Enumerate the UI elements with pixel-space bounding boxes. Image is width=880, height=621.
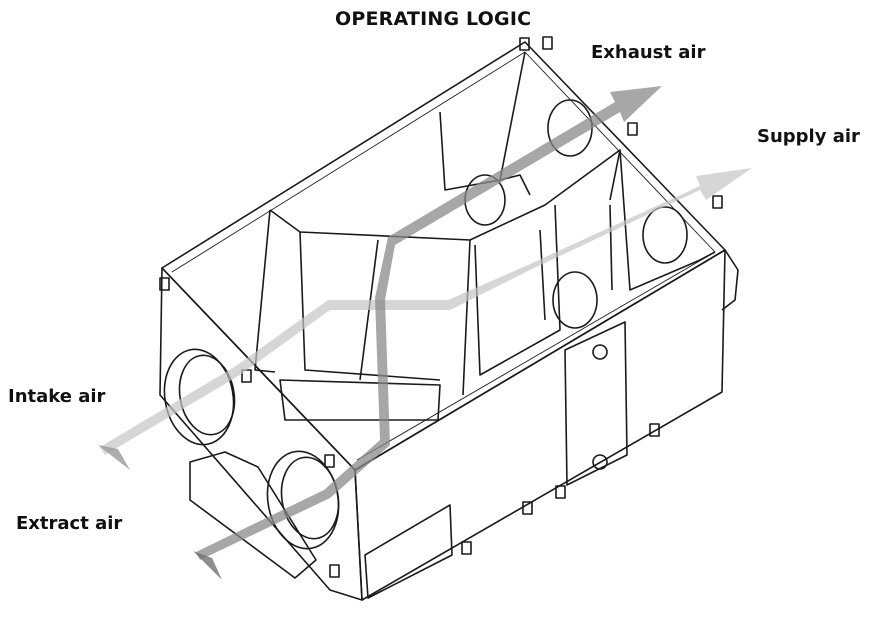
drain-tray	[189, 451, 317, 579]
unit-side-panel	[159, 267, 363, 601]
exhaust-air-label: Exhaust air	[591, 42, 706, 63]
service-panel	[564, 321, 628, 486]
extract-air-label: Extract air	[16, 513, 123, 534]
inner-wall-back	[439, 51, 526, 191]
intake-duct	[163, 348, 235, 446]
diagram-title: OPERATING LOGIC	[335, 8, 532, 30]
airflow-arrows	[98, 86, 752, 580]
supply-airflow-arrow	[100, 168, 752, 455]
supply-air-label: Supply air	[757, 126, 860, 147]
intake-air-label: Intake air	[8, 386, 106, 407]
